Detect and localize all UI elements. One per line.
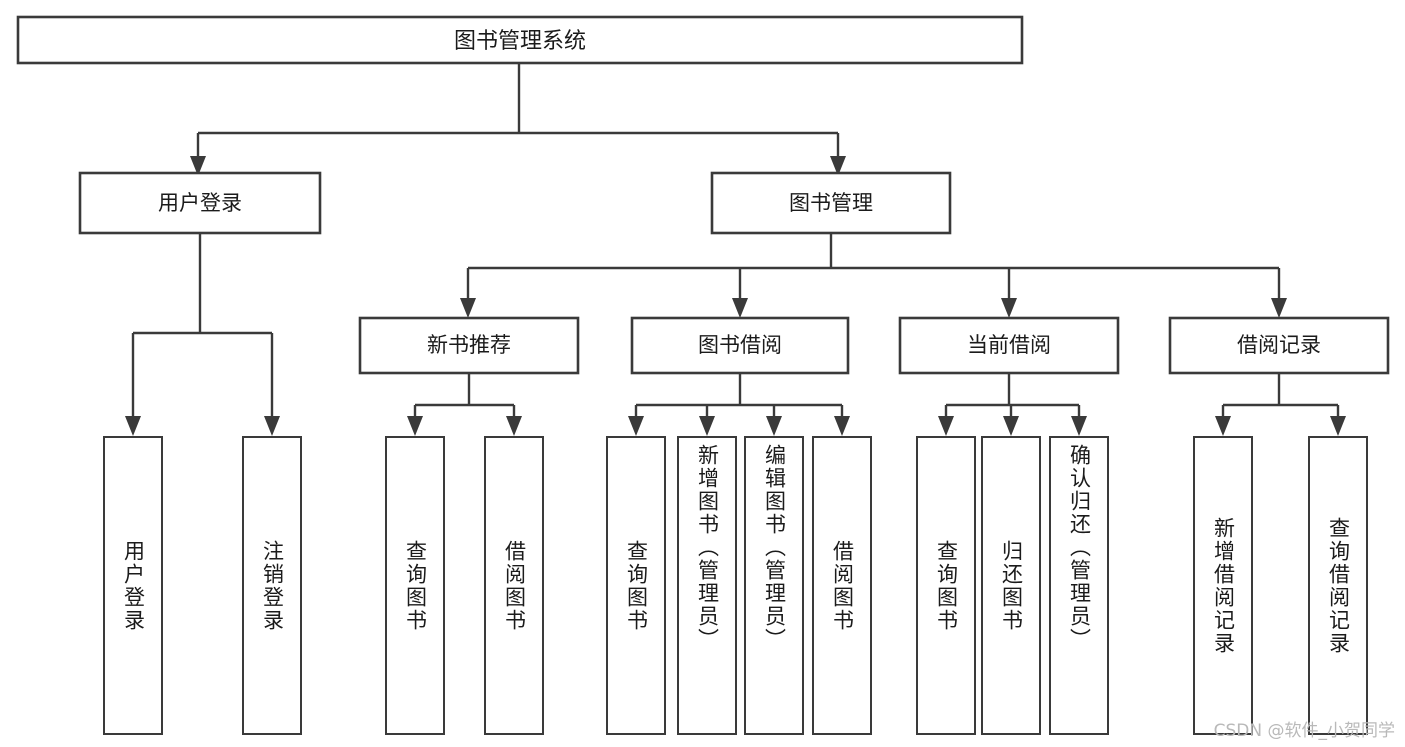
leaf-current-borrow-1[interactable]: 归还图书 [981, 436, 1041, 735]
node-user-login[interactable]: 用户登录 [78, 171, 322, 235]
leaf-book-borrow-2[interactable]: 编辑图书（管理员） [744, 436, 804, 735]
leaf-label: 注销登录 [260, 539, 285, 632]
leaf-label: 查询图书 [403, 539, 428, 632]
leaf-new-book-1[interactable]: 借阅图书 [484, 436, 544, 735]
leaf-book-borrow-0[interactable]: 查询图书 [606, 436, 666, 735]
node-current-borrow-label: 当前借阅 [967, 333, 1051, 357]
leaf-label: 新增图书（管理员） [695, 444, 720, 651]
leaf-label: 确认归还（管理员） [1067, 444, 1092, 651]
leaf-user-login-1[interactable]: 注销登录 [242, 436, 302, 735]
leaf-borrow-record-1[interactable]: 查询借阅记录 [1308, 436, 1368, 735]
leaf-borrow-record-0[interactable]: 新增借阅记录 [1193, 436, 1253, 735]
leaf-label: 借阅图书 [502, 539, 527, 632]
leaf-label: 归还图书 [999, 539, 1024, 632]
leaf-user-login-0[interactable]: 用户登录 [103, 436, 163, 735]
edge-book-management-to-level2 [460, 233, 1287, 318]
node-new-book-recommend-label: 新书推荐 [427, 333, 511, 357]
edge-root-to-level1 [190, 62, 846, 176]
node-current-borrow[interactable]: 当前借阅 [898, 316, 1120, 375]
node-root[interactable]: 图书管理系统 [16, 15, 1024, 65]
leaf-label: 查询借阅记录 [1326, 516, 1351, 655]
node-book-management[interactable]: 图书管理 [710, 171, 952, 235]
leaf-label: 用户登录 [121, 539, 146, 632]
leaf-label: 新增借阅记录 [1211, 516, 1236, 655]
edge-book-borrow-to-leaves [628, 373, 850, 436]
edge-user-login-to-leaves [125, 233, 280, 436]
leaf-book-borrow-3[interactable]: 借阅图书 [812, 436, 872, 735]
leaf-current-borrow-2[interactable]: 确认归还（管理员） [1049, 436, 1109, 735]
leaf-current-borrow-0[interactable]: 查询图书 [916, 436, 976, 735]
edge-new-book-to-leaves [407, 373, 522, 436]
leaf-label: 查询图书 [624, 539, 649, 632]
leaf-book-borrow-1[interactable]: 新增图书（管理员） [677, 436, 737, 735]
node-book-borrow-label: 图书借阅 [698, 333, 782, 357]
node-book-management-label: 图书管理 [789, 191, 873, 215]
leaf-new-book-0[interactable]: 查询图书 [385, 436, 445, 735]
leaf-label: 借阅图书 [830, 539, 855, 632]
node-root-label: 图书管理系统 [454, 29, 586, 54]
edge-current-borrow-to-leaves [938, 373, 1087, 436]
leaf-label: 编辑图书（管理员） [762, 444, 787, 651]
node-book-borrow[interactable]: 图书借阅 [630, 316, 850, 375]
watermark: CSDN @软件_小贺同学 [1213, 721, 1395, 741]
node-borrow-record-label: 借阅记录 [1237, 333, 1321, 357]
edge-borrow-record-to-leaves [1215, 373, 1346, 436]
node-borrow-record[interactable]: 借阅记录 [1168, 316, 1390, 375]
node-new-book-recommend[interactable]: 新书推荐 [358, 316, 580, 375]
leaf-label: 查询图书 [934, 539, 959, 632]
node-user-login-label: 用户登录 [158, 191, 242, 215]
